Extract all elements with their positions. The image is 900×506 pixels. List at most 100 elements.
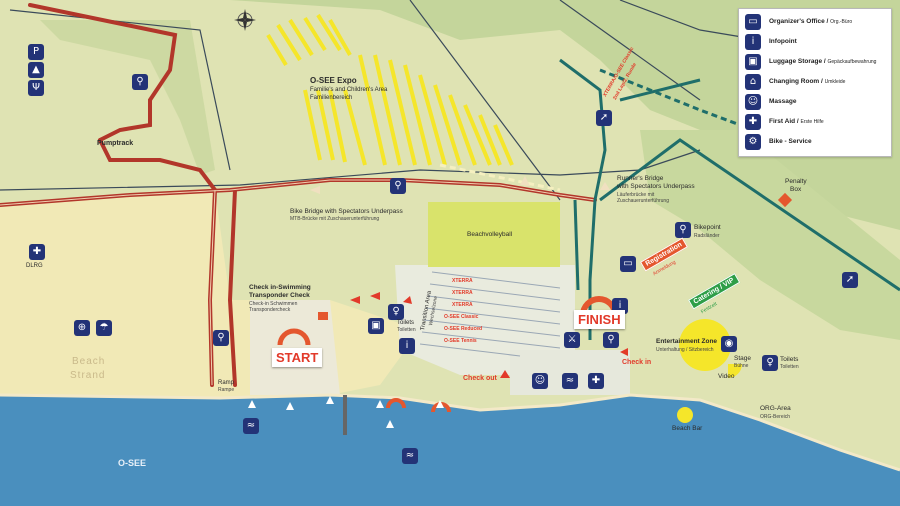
lane-label: O-SEE Classic [444,314,479,320]
runners-bridge-label-2: with Spectators Underpass [617,183,695,190]
entertainment-zone-circle [679,319,731,371]
checkin-swim-label-de2: Transpondercheck [249,307,291,313]
checkin-swim-label-de1: Check-in Schwimmen [249,301,298,307]
bike-icon-ramp: ⚲ [213,330,229,346]
stage-label: Stage [734,355,751,362]
office-icon-map: ▭ [620,256,636,272]
runners-bridge-label-de2: Zuschauerunterführung [617,198,669,204]
office-icon: ▭ [745,14,761,30]
stage-label-de: Bühne [734,363,749,369]
lane-label: O-SEE Reduced [444,326,483,332]
bikepoint-icon: ⚲ [675,222,691,238]
transition-racks [419,271,561,357]
bikepoint-label: Bikepoint [694,224,721,231]
swim-buoys [248,396,444,428]
footpaths [0,0,761,201]
toilets-mid-label: Toilets [397,320,415,326]
bike-service-icon: ⚙ [745,134,761,150]
dlrg-label: DLRG [26,263,43,269]
restaurant-icon: Ψ [28,80,44,96]
toilets-right-label-de: Toiletten [780,364,799,370]
massage-icon-map: ☺ [532,373,548,389]
bike-bridge-icon: ⚲ [390,178,406,194]
beach-bar-label: Beach Bar [672,425,703,432]
entertainment-label-de: Unterhaltung / Sitzbereich [656,347,714,353]
toilets-mid-label-de: Toiletten [397,327,416,333]
legend-label: Infopoint [769,38,797,45]
penalty-label-2: Box [790,186,802,193]
beach-label: Beach [72,356,106,367]
legend-sub: Erste Hilfe [800,119,824,125]
run-route [559,58,900,340]
changing-room-icon: ⌂ [745,74,761,90]
bike-bridge-label-de: MTB-Brücke mit Zuschauerunterführung [290,216,380,222]
changing-room-icon-map: ⚔ [564,332,580,348]
expo-family-de: Familienbereich [310,95,353,101]
start-area [250,300,340,395]
ramp-label-de: Rampe [218,387,235,393]
beach-bar-marker [677,407,693,423]
expo-area-stripes [266,13,514,166]
legend-label: Changing Room / [769,78,823,85]
swim-icon: ≈ [243,418,259,434]
info-icon-map: i [399,338,415,354]
stage-marker [728,364,742,378]
first-aid-icon-map: ✚ [588,373,604,389]
swim-exit-arch-1 [386,398,406,409]
compass-icon [234,9,256,31]
runners-bridge-label-1: Runner's Bridge [617,175,664,182]
finish-sign: FINISH [574,310,625,329]
legend-label: First Aid / [769,118,799,125]
checkin-swim-label-1: Check in-Swimming [249,284,311,291]
lake-water [0,395,900,506]
lane-label: XTERRA [452,278,473,284]
route-arrows [310,176,610,194]
toilet-icon-mid: ♀ [388,304,404,320]
swim-icon-exit: ≈ [402,448,418,464]
legend-label: Organizer's Office / [769,18,829,25]
expo-title: O-SEE Expo [310,76,357,85]
video-icon: ◉ [721,336,737,352]
bike-route-inner [0,179,596,386]
bikepoint-label-de: Radsländer [694,233,720,239]
forest-area [0,0,900,230]
lake-label: O-SEE [118,458,147,468]
map-legend: ▭ Organizer's Office / Org.-Büro i Infop… [738,8,892,157]
ramp-label: Ramp [218,380,235,386]
massage-icon: ☺ [745,94,761,110]
forest-area-east [640,130,900,340]
shower-icon: ☂ [96,320,112,336]
pumptrack-label: Pumptrack [97,140,134,147]
expo-family: Familie's and Children's Area [310,87,388,93]
transition-area-zone [395,265,575,375]
bike-bridge-label: Bike Bridge with Spectators Underpass [290,208,403,215]
entertainment-label: Entertainment Zone [656,338,718,345]
luggage-icon-mid: ▣ [368,318,384,334]
walk-route-dashed [439,163,561,192]
strand-label: Strand [70,370,106,381]
runner-icon: ➚ [596,110,612,126]
legend-label: Massage [769,98,797,105]
camping-icon: ▲ [28,62,44,78]
beachvolleyball-court [428,202,560,267]
org-area-label-de: ORG-Bereich [760,414,791,420]
legend-sub: Gepäckaufbewahrung [827,59,877,65]
runner-icon-east: ➚ [842,272,858,288]
lane-label: XTERRA [452,290,473,296]
legend-label: Bike - Service [769,138,812,145]
pier [343,395,347,435]
penalty-box-marker [777,192,793,208]
start-sign: START [272,348,323,367]
start-arch [277,328,311,346]
shoreline [0,393,900,472]
beachvolleyball-label: Beachvolleyball [467,231,513,238]
runners-bridge-label-de1: Läuferbrücke mit [617,192,655,198]
legend-sub: Umkleide [824,79,846,85]
video-label: Video [718,373,735,380]
check-in-label: Check in [622,359,652,366]
bike-icon-finish: ⚲ [603,332,619,348]
lane-label: XTERRA [452,302,473,308]
lane-label: O-SEE Tennis [444,338,477,344]
toilet-icon-right: ♀ [762,355,778,371]
legend-sub: Org.-Büro [830,19,853,25]
